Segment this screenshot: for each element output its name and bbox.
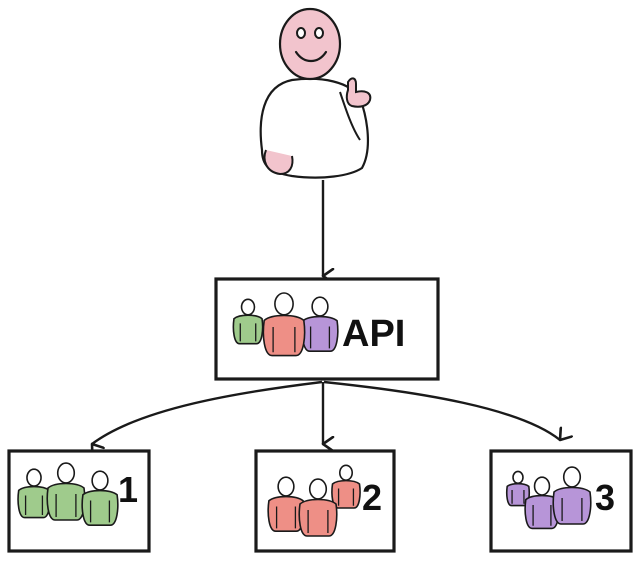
team-1-label: 1 (118, 469, 138, 510)
team-3-people-icon (505, 466, 592, 530)
team-2-label: 2 (362, 477, 382, 518)
person-icon (267, 476, 305, 532)
team-box-1: 1 (7, 449, 151, 553)
person-icon (262, 292, 306, 357)
arrow-api-to-team-3 (323, 380, 560, 440)
api-box: API (214, 277, 440, 381)
person-icon (298, 478, 338, 537)
team-3-label: 3 (595, 477, 615, 518)
api-label: API (342, 313, 405, 355)
person-icon (552, 466, 592, 525)
team-1-people-icon (17, 462, 119, 526)
person-icon (17, 468, 51, 519)
arrow-api-to-team-1 (92, 380, 323, 444)
team-box-2: 2 (254, 449, 396, 553)
person-icon (301, 296, 339, 352)
person-thumbs-up-icon (259, 7, 372, 179)
api-team-people-icon (232, 292, 339, 357)
person-icon (331, 464, 361, 509)
person-icon (232, 298, 264, 345)
team-box-3: 3 (489, 449, 633, 553)
team-2-people-icon (267, 464, 361, 537)
person-icon (46, 462, 86, 521)
person-icon (81, 470, 119, 526)
